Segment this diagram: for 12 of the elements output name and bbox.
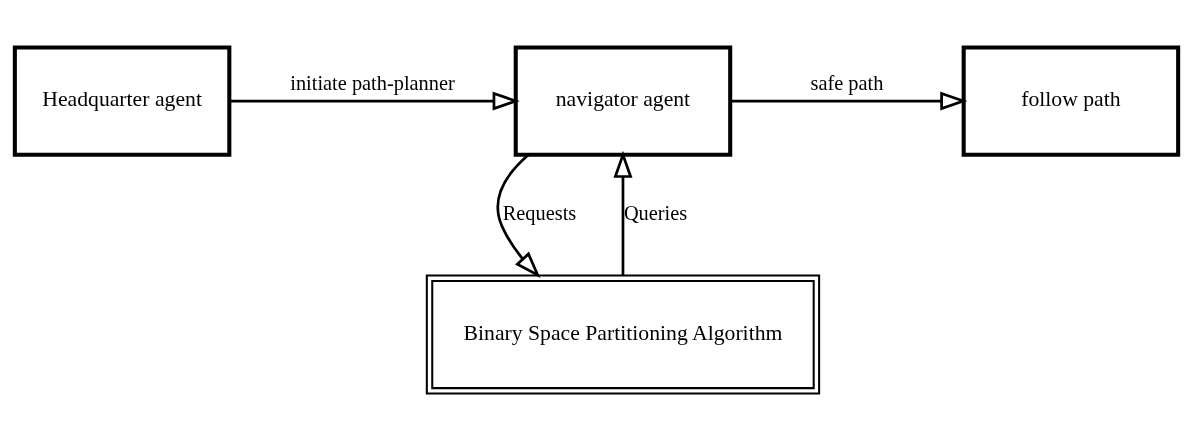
node-box: follow path <box>961 45 1181 157</box>
edge-label: Requests <box>502 201 577 224</box>
node-box: Headquarter agent <box>12 45 232 157</box>
node-box: Binary Space Partitioning Algorithm <box>425 274 821 395</box>
arrow <box>613 150 633 276</box>
edge-label: Queries <box>623 201 688 224</box>
arrow <box>496 153 541 278</box>
arrow <box>229 91 520 111</box>
node-box: navigator agent <box>513 45 733 157</box>
arrow <box>730 91 968 111</box>
edge-label: initiate path-planner <box>290 72 455 95</box>
edge-label: safe path <box>810 72 884 95</box>
